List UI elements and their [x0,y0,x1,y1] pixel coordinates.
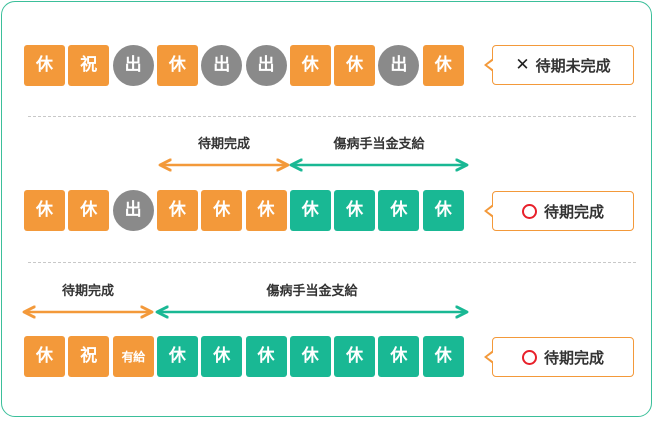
sickness-benefit-label: 傷病手当金支給 [266,284,358,299]
day-tile: 休 [24,45,65,86]
waiting-complete-label: 待期完成 [61,284,114,299]
row-separator [28,262,636,263]
row-separator [28,116,636,117]
day-tile: 祝 [68,336,110,377]
day-tile: 休 [24,190,65,231]
day-tile: 休 [334,190,376,231]
day-tile: 有給 [112,336,154,377]
result-callout: 待期完成 [484,191,634,231]
day-tile: 休 [289,190,331,231]
day-tile: 休 [334,45,376,86]
day-tile: 祝 [68,45,110,86]
day-tile: 休 [156,45,198,86]
day-tile: 休 [156,336,198,377]
day-tile: 休 [422,45,464,86]
day-tile: 出 [201,45,243,86]
day-tile: 出 [112,45,154,86]
result-callout: 待期完成 [484,337,634,377]
day-tile: 休 [24,336,65,377]
day-tile: 休 [201,336,243,377]
cross-mark-icon: ✕ [515,55,530,75]
day-tile: 休 [289,336,331,377]
day-tile: 出 [378,45,420,86]
sickness-benefit-label: 傷病手当金支給 [333,137,425,152]
day-tile: 休 [422,336,464,377]
result-callout: ✕ 待期未完成 [484,45,634,85]
result-text: 待期完成 [543,348,604,367]
day-tile: 休 [334,336,376,377]
day-tile: 休 [245,190,287,231]
result-text: 待期未完成 [535,56,611,75]
result-text: 待期完成 [543,202,604,221]
day-tile: 休 [68,190,110,231]
circle-mark-icon [521,203,537,219]
day-tile: 休 [201,190,243,231]
day-tile: 休 [156,190,198,231]
day-tile: 休 [245,336,287,377]
waiting-complete-label: 待期完成 [197,137,250,152]
day-tile: 出 [245,45,287,86]
day-tile: 出 [112,190,154,231]
day-tile: 休 [422,190,464,231]
day-tile: 休 [378,190,420,231]
circle-mark-icon [521,349,537,365]
day-tile: 休 [378,336,420,377]
day-tile: 休 [289,45,331,86]
